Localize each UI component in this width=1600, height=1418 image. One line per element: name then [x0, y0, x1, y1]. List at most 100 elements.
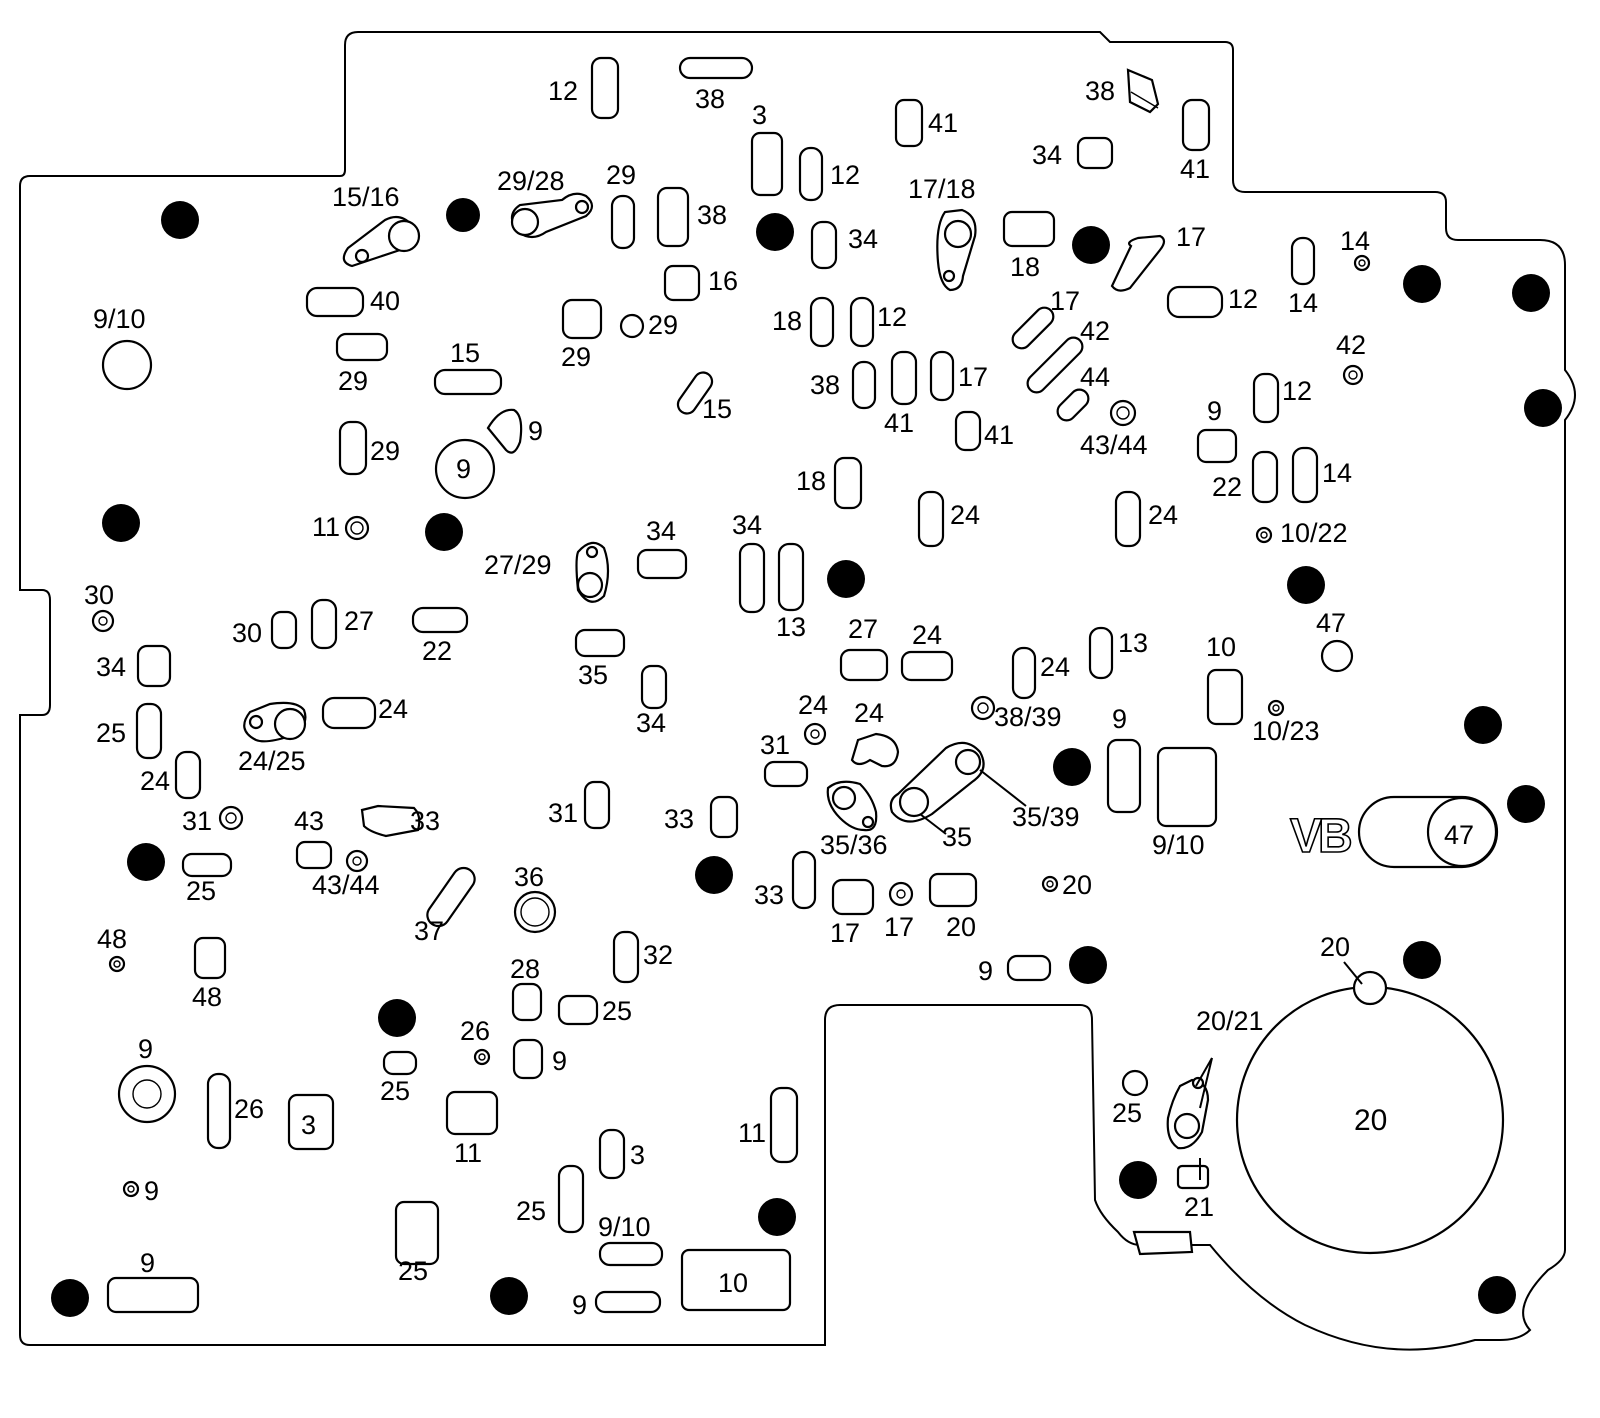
round-ports [91, 254, 1371, 1198]
callout: 15/16 [332, 182, 400, 212]
callout: 31 [182, 806, 212, 836]
callout: 18 [772, 306, 802, 336]
callout: 3 [752, 100, 767, 130]
callout: 48 [97, 924, 127, 954]
callout: 47 [1316, 608, 1346, 638]
callout: 34 [732, 510, 762, 540]
callout: 9 [138, 1034, 153, 1064]
callout: 34 [1032, 140, 1062, 170]
callout: 37 [414, 916, 444, 946]
notch-bore [1352, 970, 1388, 1006]
callout: 17 [958, 362, 988, 392]
callout: 10/23 [1252, 716, 1320, 746]
callout: 35 [942, 822, 972, 852]
callout: 29 [606, 160, 636, 190]
callout: 33 [754, 880, 784, 910]
callout: 12 [1282, 376, 1312, 406]
callout: 18 [1010, 252, 1040, 282]
callout: 14 [1340, 226, 1370, 256]
callout: 18 [796, 466, 826, 496]
callout: 26 [234, 1094, 264, 1124]
callout: 11 [454, 1138, 482, 1168]
callout: 9 [528, 416, 543, 446]
callout: 32 [643, 940, 673, 970]
callout: 12 [877, 302, 907, 332]
callout: 10 [718, 1268, 748, 1298]
callout: 31 [548, 798, 578, 828]
callout: 17 [830, 918, 860, 948]
callout: 27 [344, 606, 374, 636]
callout: 17 [1050, 286, 1080, 316]
callout: 38 [1085, 76, 1115, 106]
callout: 10/22 [1280, 518, 1348, 548]
callout: 3 [630, 1140, 645, 1170]
callout: 44 [1080, 362, 1110, 392]
callout: 34 [646, 516, 676, 546]
callout: 29 [338, 366, 368, 396]
callout: 15 [702, 394, 732, 424]
callout: 9/10 [93, 304, 146, 334]
callout: 25 [96, 718, 126, 748]
callout: 35 [578, 660, 608, 690]
callout: 42 [1080, 316, 1110, 346]
callout: 38 [697, 200, 727, 230]
callout: 9/10 [598, 1212, 651, 1242]
callout: 11 [738, 1118, 766, 1148]
callout: 48 [192, 982, 222, 1012]
callout: 24/25 [238, 746, 306, 776]
callout: 43/44 [1080, 430, 1148, 460]
callout: 17/18 [908, 174, 976, 204]
callout: 43/44 [312, 870, 380, 900]
callout: 24 [798, 690, 828, 720]
callout: 24 [140, 766, 170, 796]
callout-labels: 12 38 3 12 41 38 34 41 15/16 29/28 29 38… [84, 76, 1474, 1320]
callout: 25 [398, 1256, 428, 1286]
callout: 16 [708, 266, 738, 296]
vb-mark: VB [1290, 810, 1351, 863]
callout: 33 [410, 806, 440, 836]
callout: 27 [848, 614, 878, 644]
callout: 14 [1288, 288, 1318, 318]
bore-47 [1426, 796, 1498, 868]
callout: 27/29 [484, 550, 552, 580]
callout: 20 [1320, 932, 1350, 962]
callout: 38 [810, 370, 840, 400]
callout: 25 [380, 1076, 410, 1106]
callout: 24 [378, 694, 408, 724]
callout: 30 [84, 580, 114, 610]
callout: 40 [370, 286, 400, 316]
callout: 10 [1206, 632, 1236, 662]
callout: 29/28 [497, 166, 565, 196]
slot-ports [106, 56, 1319, 1314]
callout: 24 [912, 620, 942, 650]
callout: 9 [552, 1046, 567, 1076]
callout: 9 [1207, 396, 1222, 426]
callout: 9 [1112, 704, 1127, 734]
callout: 9 [144, 1176, 159, 1206]
callout: 34 [96, 652, 126, 682]
callout: 25 [602, 996, 632, 1026]
callout: 35/39 [1012, 802, 1080, 832]
callout: 13 [776, 612, 806, 642]
callout: 24 [1148, 500, 1178, 530]
callout: 12 [830, 160, 860, 190]
callout: 20 [946, 912, 976, 942]
callout: 34 [848, 224, 878, 254]
callout: 29 [648, 310, 678, 340]
callout: 24 [854, 698, 884, 728]
callout: 29 [370, 436, 400, 466]
callout: 26 [460, 1016, 490, 1046]
callout: 34 [636, 708, 666, 738]
callout: 9/10 [1152, 830, 1205, 860]
callout: 9 [456, 454, 471, 484]
callout: 29 [561, 342, 591, 372]
callout: 11 [312, 512, 340, 542]
callout: 3 [301, 1110, 316, 1140]
callout: 41 [1180, 154, 1210, 184]
callout: 47 [1444, 820, 1474, 850]
callout: 41 [928, 108, 958, 138]
callout: 9 [572, 1290, 587, 1320]
callout: 21 [1184, 1192, 1214, 1222]
callout: 43 [294, 806, 324, 836]
